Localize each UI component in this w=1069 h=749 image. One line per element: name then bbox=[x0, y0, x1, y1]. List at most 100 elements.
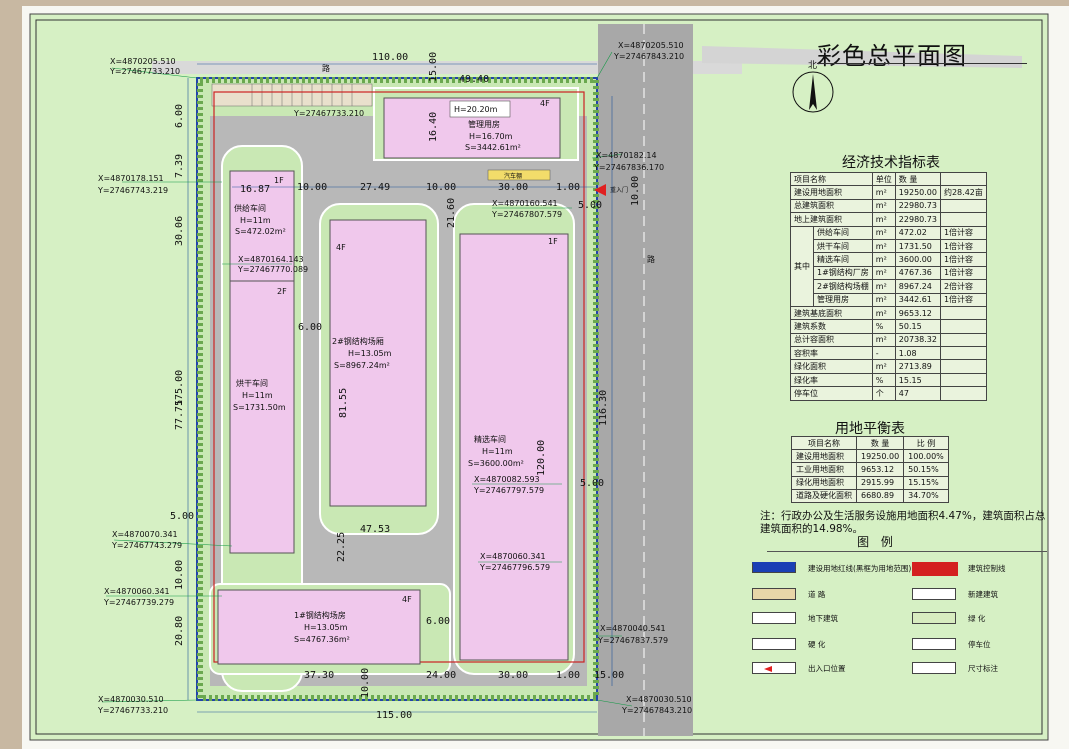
tech-cell-value: 3442.61 bbox=[894, 292, 941, 307]
steel1-area: S=4767.36m² bbox=[294, 635, 350, 644]
tech-cell-unit: 个 bbox=[871, 386, 896, 401]
green-belt bbox=[197, 77, 599, 701]
coord-12-y: Y=27467843.210 bbox=[621, 706, 692, 715]
tech-header-cell bbox=[939, 171, 987, 187]
dim-6: 6.00 bbox=[174, 104, 185, 128]
dim-5-left: 5.00 bbox=[170, 511, 194, 522]
supply-floors: 1F bbox=[274, 176, 284, 185]
top-road-east bbox=[702, 46, 1022, 68]
supply-height: H=11m bbox=[240, 216, 271, 225]
mgmt-name: 管理用房 bbox=[468, 119, 500, 129]
tech-cell-value: 3600.00 bbox=[894, 252, 941, 267]
land-cell-name: 工业用地面积 bbox=[791, 462, 857, 477]
tech-cell-name: 总计容面积 bbox=[790, 332, 873, 348]
entrance-arrow bbox=[594, 184, 606, 196]
land-cell-value: 9653.12 bbox=[855, 462, 905, 477]
coordinate-leaders bbox=[101, 51, 633, 707]
mgmt-floors: 4F bbox=[540, 99, 550, 108]
tech-cell-name: 停车位 bbox=[790, 386, 873, 401]
top-road-label: 路 bbox=[322, 63, 330, 73]
tech-cell-name: 建筑系数 bbox=[790, 319, 873, 334]
tech-cell-note bbox=[939, 332, 987, 348]
tech-cell-name: 总建筑面积 bbox=[790, 198, 873, 214]
dim-6-south: 6.00 bbox=[426, 616, 450, 627]
tech-cell-unit: m² bbox=[871, 198, 896, 214]
mgmt-height2: H=16.70m bbox=[469, 132, 513, 141]
tech-table-title: 经济技术指标表 bbox=[842, 155, 940, 171]
steel2-name: 2#钢结构场厢 bbox=[332, 336, 384, 346]
dim-1-bottom: 1.00 bbox=[556, 670, 580, 681]
tech-cell-unit: m² bbox=[871, 212, 896, 227]
tech-cell-unit: - bbox=[871, 346, 896, 361]
tech-cell-name: 2#钢结构场棚 bbox=[813, 279, 873, 294]
coord-6-y: Y=27467797.579 bbox=[473, 486, 544, 495]
steel1-name: 1#钢结构场房 bbox=[294, 610, 346, 620]
dim-37-30: 37.30 bbox=[304, 670, 334, 681]
land-cell-value: 6680.89 bbox=[855, 488, 905, 503]
tech-cell-name: 烘干车间 bbox=[813, 238, 873, 254]
land-cell-ratio: 50.15% bbox=[903, 462, 949, 477]
tech-cell-name: 精选车间 bbox=[813, 252, 873, 267]
steel1-floors: 4F bbox=[402, 595, 412, 604]
tech-header-row: 项目名称单位数 量 bbox=[790, 171, 987, 187]
tech-cell-value: 472.02 bbox=[894, 225, 941, 240]
tech-cell-note bbox=[939, 386, 987, 401]
legend-swatch bbox=[912, 612, 956, 624]
legend-entrance-arrow bbox=[764, 666, 772, 672]
steel2-floors: 4F bbox=[336, 243, 346, 252]
tech-cell-name: 管理用房 bbox=[813, 292, 873, 307]
legend-label: 道 路 bbox=[808, 590, 826, 599]
tech-cell-unit: m² bbox=[871, 185, 896, 200]
dim-10-left: 10.00 bbox=[174, 560, 185, 590]
dry-area: S=1731.50m bbox=[233, 403, 286, 412]
coord-9-y: Y=27467739.279 bbox=[103, 598, 174, 607]
legend-swatch bbox=[752, 662, 796, 674]
tech-header-cell: 单位 bbox=[871, 171, 896, 187]
coord-7-y: Y=27467743.279 bbox=[111, 541, 182, 550]
dim-21-60: 21.60 bbox=[446, 198, 457, 228]
coord-5-x: X=4870164.143 bbox=[238, 255, 304, 264]
coord-4-x: X=4870160.541 bbox=[492, 199, 558, 208]
legend-label: 新建建筑 bbox=[968, 590, 998, 599]
dimension-lines bbox=[187, 63, 613, 713]
dim-mgmt-width: 49.40 bbox=[459, 74, 489, 85]
dry-name: 烘干车间 bbox=[236, 378, 268, 388]
select-name: 精选车间 bbox=[474, 434, 506, 444]
tech-cell-value: 2713.89 bbox=[894, 359, 941, 374]
tech-cell-value: 4767.36 bbox=[894, 265, 941, 281]
drawing-title: 彩色总平面图 bbox=[817, 42, 967, 70]
dim-10-right: 10.00 bbox=[630, 176, 641, 206]
tech-cell-unit: m² bbox=[871, 332, 896, 348]
steel2-area: S=8967.24m² bbox=[334, 361, 390, 370]
coord-10-y: Y=27467837.579 bbox=[597, 636, 668, 645]
tech-cell-name: 容积率 bbox=[790, 346, 873, 361]
building-mgmt: H=20.20m 管理用房 H=16.70m S=3442.61m² 4F bbox=[383, 97, 561, 159]
land-cell-value: 19250.00 bbox=[855, 449, 905, 464]
note-text: 注：行政办公及生活服务设施用地面积4.47%，建筑面积占总建筑面积的14.98%… bbox=[760, 510, 1046, 535]
legend-swatch bbox=[912, 562, 958, 576]
drawing-sheet: 路 路 H=20.20m 管理用房 H=16.70m S=3442.61m² 4… bbox=[22, 6, 1069, 749]
dim-15: 15.00 bbox=[428, 52, 439, 82]
tech-cell-name: 地上建筑面积 bbox=[790, 212, 873, 227]
tech-cell-unit: m² bbox=[871, 359, 896, 374]
coord-7-x: X=4870070.341 bbox=[112, 530, 178, 539]
east-road bbox=[598, 24, 693, 736]
coord-6-x: X=4870082.593 bbox=[474, 475, 540, 484]
tech-cell-value: 1.08 bbox=[894, 346, 941, 361]
dim-47-53: 47.53 bbox=[360, 524, 390, 535]
coord-8-x: X=4870060.341 bbox=[480, 552, 546, 561]
building-steel2: 2#钢结构场厢 H=13.05m S=8967.24m² 4F bbox=[329, 219, 427, 507]
coord-12-x: X=4870030.510 bbox=[626, 695, 692, 704]
legend-title: 图 例 bbox=[857, 535, 897, 549]
tech-cell-note: 1倍计容 bbox=[939, 292, 987, 307]
land-header-row: 项目名称数 量比 例 bbox=[791, 435, 949, 451]
dim-20-80: 20.80 bbox=[174, 616, 185, 646]
tech-cell-unit: m² bbox=[871, 305, 896, 321]
